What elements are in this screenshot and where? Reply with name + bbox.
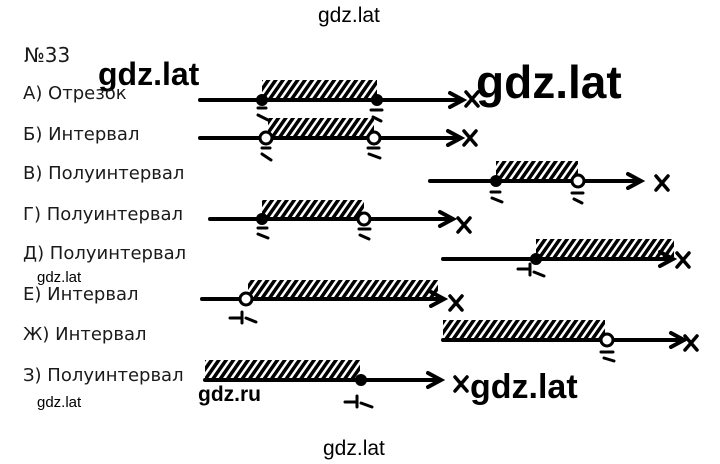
number-line-e [200, 280, 464, 325]
item-label-g: Г) Полуинтервал [23, 204, 184, 225]
number-line-d [441, 239, 691, 278]
item-label-z: З) Полуинтервал [23, 365, 184, 386]
watermark-small-2: gdz.lat [37, 394, 82, 411]
watermark-big-right: gdz.lat [476, 56, 622, 108]
watermark-top: gdz.lat [318, 4, 380, 27]
item-label-v: В) Полуинтервал [23, 163, 185, 184]
watermark-bottom: gdz.lat [323, 437, 385, 460]
item-label-a: А) Отрезок [23, 83, 127, 104]
number-line-zh [441, 320, 699, 363]
item-label-b: Б) Интервал [23, 124, 140, 145]
problem-number: №33 [24, 43, 71, 67]
watermark-ru: gdz.ru [198, 383, 261, 406]
number-line-z [203, 360, 469, 409]
item-label-d: Д) Полуинтервал [23, 243, 187, 264]
number-line-b [198, 118, 478, 162]
number-line-a [198, 80, 480, 123]
item-label-e: Е) Интервал [23, 284, 139, 305]
watermark-big-bottom: gdz.lat [470, 368, 578, 406]
watermark-big-left: gdz.lat [98, 56, 200, 92]
watermark-small-1: gdz.lat [37, 269, 82, 286]
number-line-g [208, 200, 472, 241]
number-line-v [428, 161, 670, 205]
item-label-zh: Ж) Интервал [23, 324, 147, 345]
